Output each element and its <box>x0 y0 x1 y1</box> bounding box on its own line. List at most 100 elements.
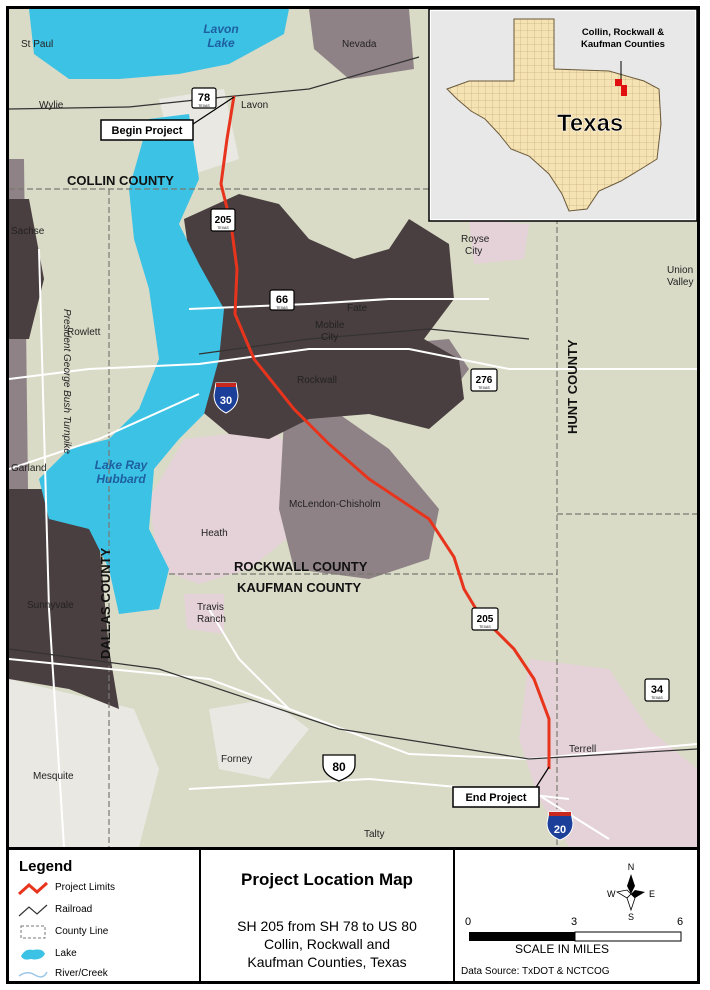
begin-project-label: Begin Project <box>112 125 183 137</box>
end-project-callout: End Project <box>452 766 550 808</box>
shield-sh205-south: 205 TEXAS <box>471 607 499 631</box>
shield-sh205-north-tag: TEXAS <box>217 226 229 230</box>
project-counties-marker-2 <box>621 85 627 96</box>
scale-bar-dark <box>469 932 575 941</box>
shield-sh78-number: 78 <box>198 92 210 104</box>
legend-item-railroad: Railroad <box>17 902 197 920</box>
lake-lavon-label-2: Lake <box>207 36 235 50</box>
shield-i30-number: 30 <box>220 395 232 407</box>
inset-callout-line-2: Kaufman Counties <box>581 39 665 50</box>
lake-lavon-label-1: Lavon <box>203 22 238 36</box>
legend-item-project: Project Limits <box>17 880 197 898</box>
project-map: Lavon Lake Lake Ray Hubbard St Paul Neva… <box>9 9 697 847</box>
title-block: Project Location Map SH 205 from SH 78 t… <box>201 850 455 981</box>
legend-label-lake: Lake <box>55 948 77 959</box>
shield-i20-number: 20 <box>554 824 566 836</box>
shield-us80-number: 80 <box>332 760 346 774</box>
scale-graphics: N S E W <box>469 862 682 942</box>
texas-shape <box>446 18 662 212</box>
place-mclendon: McLendon-Chisholm <box>289 499 381 510</box>
shield-sh205-north: 205 TEXAS <box>210 208 236 232</box>
scale-label: SCALE IN MILES <box>515 942 610 956</box>
shield-sh66-number: 66 <box>276 294 288 306</box>
shield-sh205-north-number: 205 <box>215 215 232 226</box>
scale-tick-3: 3 <box>571 916 578 928</box>
place-wylie: Wylie <box>39 100 64 111</box>
place-talty: Talty <box>364 829 385 840</box>
shield-i30: 30 <box>213 382 239 414</box>
place-rockwall: Rockwall <box>297 375 337 386</box>
shield-sh276-number: 276 <box>476 375 493 386</box>
place-nevada: Nevada <box>342 39 377 50</box>
shield-us80: 80 <box>322 754 356 782</box>
county-collin: COLLIN COUNTY <box>67 173 174 188</box>
map-subtitle-3: Kaufman Counties, Texas <box>247 954 407 970</box>
project-counties-marker <box>615 79 622 86</box>
shield-sh276: 276 TEXAS <box>470 368 498 392</box>
place-union-1: Union <box>667 265 693 276</box>
legend: Legend Project Limits Railroad County Li… <box>9 850 201 981</box>
north-arrow-icon <box>615 874 645 912</box>
north-label: N <box>628 862 635 872</box>
place-labels: St Paul Nevada Wylie Lavon Sachse Royse … <box>11 39 694 840</box>
county-rockwall: ROCKWALL COUNTY <box>234 559 368 574</box>
place-lavon: Lavon <box>241 100 268 111</box>
shield-us34-tag: TEXAS <box>651 696 663 700</box>
legend-label-river: River/Creek <box>55 968 108 979</box>
county-labels: COLLIN COUNTY ROCKWALL COUNTY KAUFMAN CO… <box>67 173 368 595</box>
map-frame: Lavon Lake Lake Ray Hubbard St Paul Neva… <box>6 6 700 984</box>
lakes <box>29 9 289 614</box>
county-kaufman: KAUFMAN COUNTY <box>237 580 362 595</box>
place-st-paul: St Paul <box>21 39 53 50</box>
shield-sh66-tag: TEXAS <box>276 306 288 310</box>
data-source: Data Source: TxDOT & NCTCOG <box>461 966 610 977</box>
light-city-areas <box>149 219 697 847</box>
place-travis-2: Ranch <box>197 614 226 625</box>
map-title: Project Location Map <box>241 870 413 889</box>
county-hunt: HUNT COUNTY <box>565 339 580 434</box>
county-lines <box>9 188 697 847</box>
shield-us34-number: 34 <box>651 684 664 696</box>
county-line-swatch <box>20 925 46 939</box>
lake-ray-hubbard-label-2: Hubbard <box>96 472 146 486</box>
shield-us34: 34 TEXAS <box>644 678 670 702</box>
river-swatch <box>18 971 48 978</box>
scale-tick-0: 0 <box>465 916 472 928</box>
county-dallas: DALLAS COUNTY <box>98 547 113 659</box>
inset-callout-line-1: Collin, Rockwall & <box>582 27 664 38</box>
place-royse-2: City <box>465 246 482 257</box>
begin-project-callout: Begin Project <box>100 96 235 141</box>
legend-item-river: River/Creek <box>17 966 197 981</box>
place-sachse: Sachse <box>11 226 45 237</box>
place-pgbt: President George Bush Turnpike <box>61 309 72 454</box>
map-subtitle-1: SH 205 from SH 78 to US 80 <box>237 918 417 934</box>
place-royse-1: Royse <box>461 234 490 245</box>
map-subtitle-2: Collin, Rockwall and <box>263 936 391 952</box>
place-mesquite: Mesquite <box>33 771 74 782</box>
shield-sh205-south-tag: TEXAS <box>479 625 491 629</box>
scale-bar-light <box>574 931 682 942</box>
place-fate: Fate <box>347 303 367 314</box>
dark-city-areas <box>9 194 464 709</box>
legend-item-county-line: County Line <box>17 924 197 942</box>
place-heath: Heath <box>201 528 228 539</box>
map-info-panel: Legend Project Limits Railroad County Li… <box>9 847 697 981</box>
texas-inset: Texas Collin, Rockwall & Kaufman Countie… <box>428 9 697 222</box>
shield-sh78-tag: TEXAS <box>198 104 210 108</box>
place-garland: Garland <box>11 463 47 474</box>
legend-item-lake: Lake <box>17 946 197 964</box>
west-label: W <box>607 889 616 899</box>
place-travis-1: Travis <box>197 602 224 613</box>
project-limits-swatch <box>17 881 49 896</box>
lake-ray-hubbard-label-1: Lake Ray <box>95 458 149 472</box>
shield-i20: 20 <box>546 811 574 841</box>
railroads <box>9 56 697 760</box>
developed-areas <box>9 89 309 847</box>
shield-sh205-south-number: 205 <box>477 614 494 625</box>
place-terrell: Terrell <box>569 744 596 755</box>
state-shields: 78 TEXAS 205 TEXAS 66 TEXAS 276 TEXAS 20… <box>191 87 670 702</box>
railroad-swatch <box>18 904 48 917</box>
legend-title: Legend <box>19 858 73 875</box>
scale-tick-6: 6 <box>677 916 684 928</box>
shield-sh78: 78 TEXAS <box>191 87 217 109</box>
